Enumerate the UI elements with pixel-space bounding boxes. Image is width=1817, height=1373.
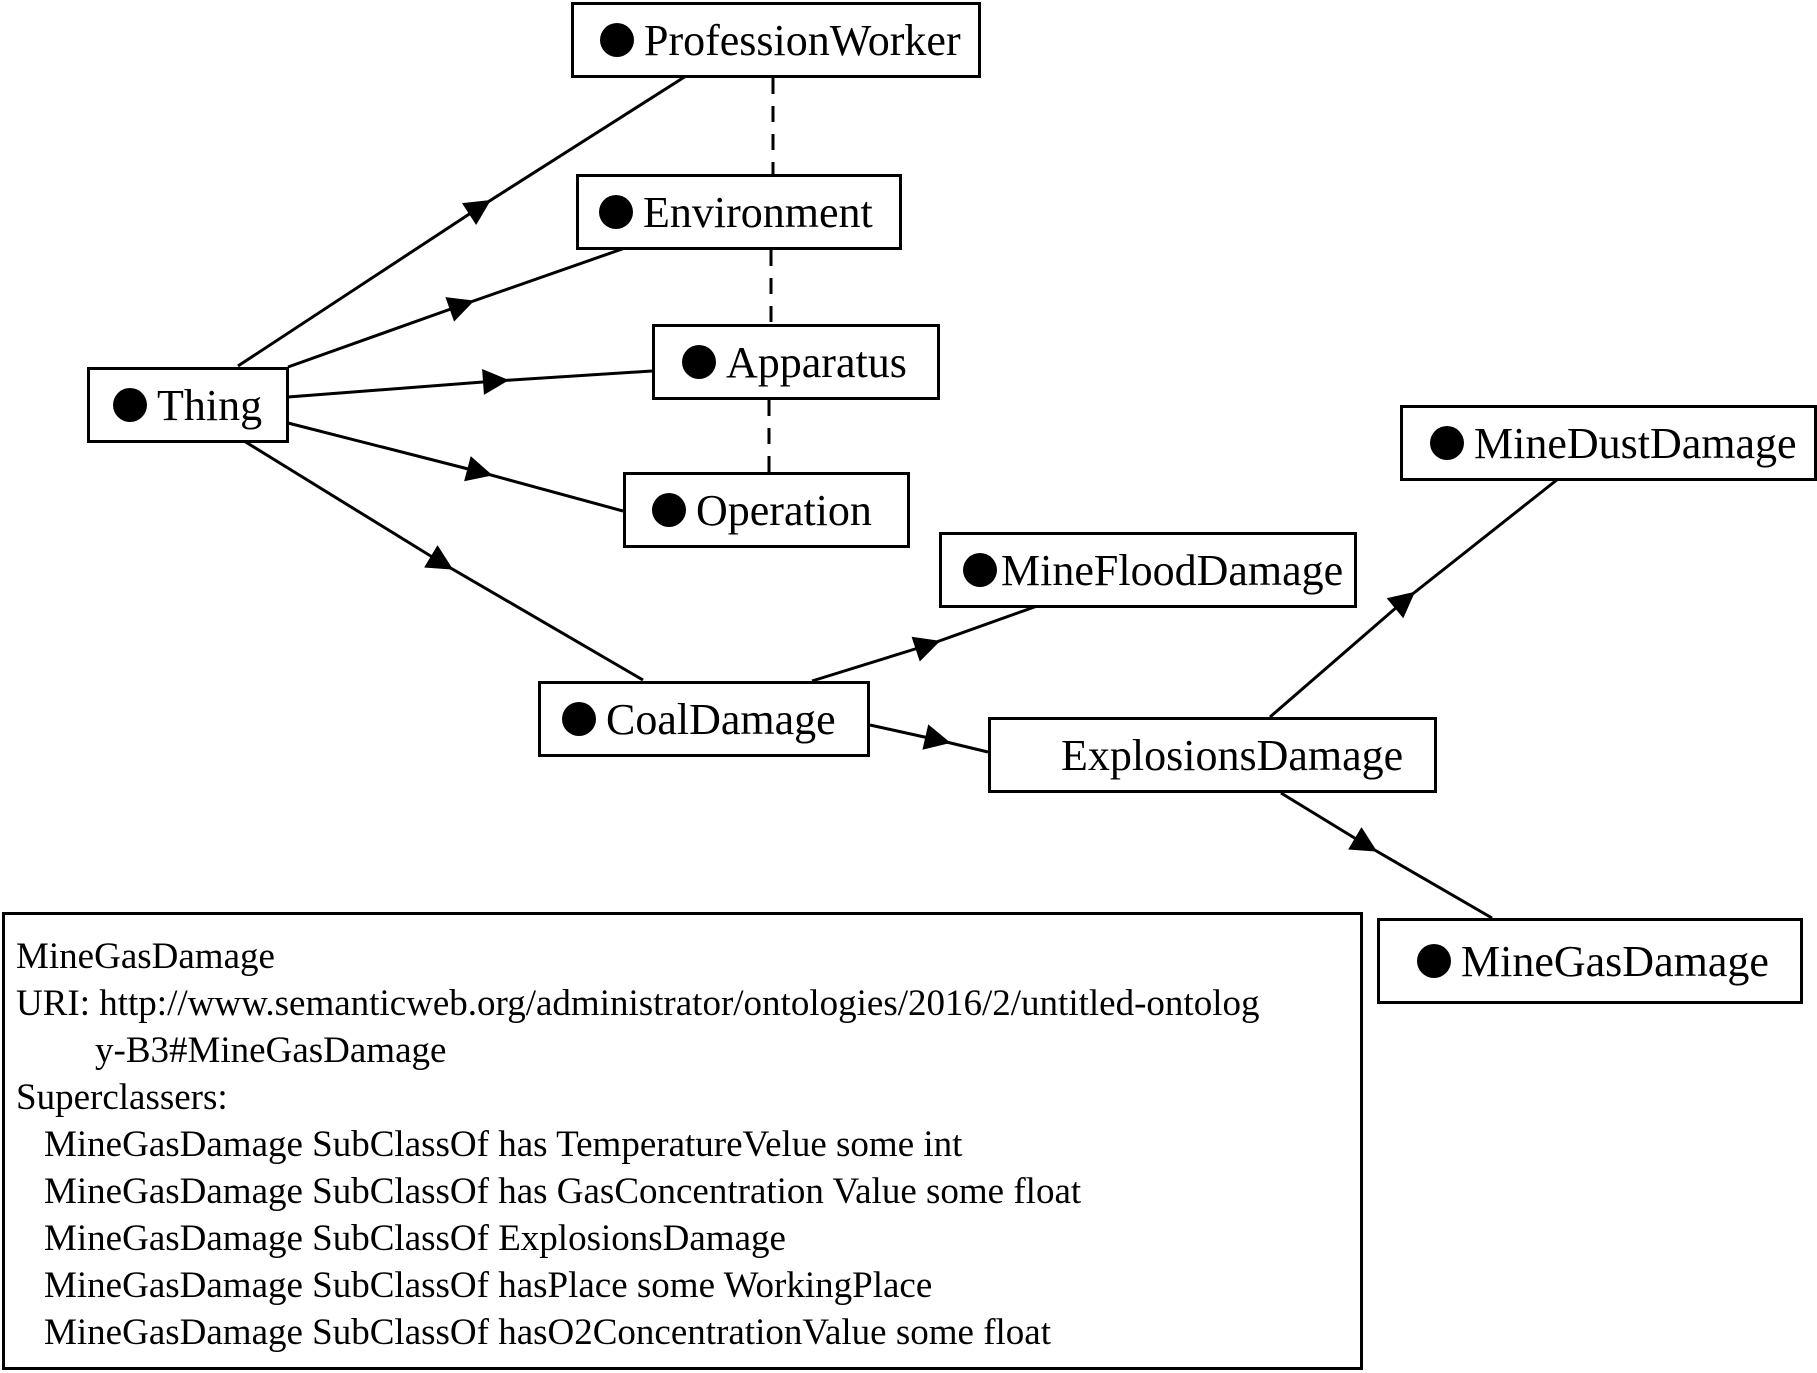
filled-circle-icon <box>1430 426 1464 460</box>
filled-circle-icon <box>599 195 633 229</box>
node-label: ExplosionsDamage <box>1061 730 1404 780</box>
node-mine-gas-damage[interactable]: MineGasDamage <box>1377 918 1803 1004</box>
node-label: MineDustDamage <box>1474 418 1797 468</box>
node-thing[interactable]: Thing <box>87 367 289 443</box>
axiom-line: MineGasDamage SubClassOf has GasConcentr… <box>44 1171 1082 1212</box>
filled-circle-icon <box>682 345 716 379</box>
edge-thing-operation <box>287 421 624 513</box>
axiom-line: MineGasDamage SubClassOf ExplosionsDamag… <box>44 1218 786 1259</box>
node-apparatus[interactable]: Apparatus <box>652 324 940 400</box>
node-label: CoalDamage <box>606 694 836 744</box>
node-operation[interactable]: Operation <box>623 472 910 548</box>
filled-circle-icon <box>652 493 686 527</box>
filled-circle-icon <box>963 553 997 587</box>
edge-explosions-minegasdamage <box>1280 791 1493 920</box>
info-uri-line2: y-B3#MineGasDamage <box>95 1030 447 1071</box>
axiom-line: MineGasDamage SubClassOf hasPlace some W… <box>44 1265 933 1306</box>
node-explosions-damage[interactable]: ExplosionsDamage <box>988 717 1437 793</box>
info-uri-line1: URI: http://www.semanticweb.org/administ… <box>16 983 1260 1024</box>
axiom-line: MineGasDamage SubClassOf hasO2Concentrat… <box>44 1312 1052 1353</box>
node-label: MineFloodDamage <box>1001 545 1344 595</box>
node-label: MineGasDamage <box>1461 936 1769 986</box>
node-label: ProfessionWorker <box>644 15 961 65</box>
filled-circle-icon <box>1417 944 1451 978</box>
node-label: Operation <box>696 485 872 535</box>
node-environment[interactable]: Environment <box>576 174 902 250</box>
node-coal-damage[interactable]: CoalDamage <box>538 681 870 757</box>
filled-circle-icon <box>600 23 634 57</box>
node-label: Thing <box>157 380 263 430</box>
edge-thing-apparatus <box>287 368 653 399</box>
node-label: Environment <box>643 187 873 237</box>
filled-circle-icon <box>113 388 147 422</box>
edge-explosions-minedustdamage <box>1269 477 1559 719</box>
node-mine-dust-damage[interactable]: MineDustDamage <box>1400 405 1817 481</box>
info-title: MineGasDamage <box>16 936 275 977</box>
axiom-line: MineGasDamage SubClassOf has Temperature… <box>44 1124 963 1165</box>
superclasses-label: Superclassers: <box>16 1077 228 1118</box>
node-label: Apparatus <box>726 337 907 387</box>
filled-circle-icon <box>562 702 596 736</box>
edge-thing-coaldamage <box>243 439 644 682</box>
edge-thing-professionworker <box>237 74 687 368</box>
edge-coaldamage-minefloodamage <box>811 603 1041 683</box>
edge-thing-environment <box>287 246 626 369</box>
node-profession-worker[interactable]: ProfessionWorker <box>571 2 981 78</box>
node-mine-flood-damage[interactable]: MineFloodDamage <box>939 532 1357 608</box>
class-info-panel: MineGasDamage URI: http://www.semanticwe… <box>2 912 1363 1370</box>
edge-coaldamage-explosionsdamage <box>869 723 989 754</box>
